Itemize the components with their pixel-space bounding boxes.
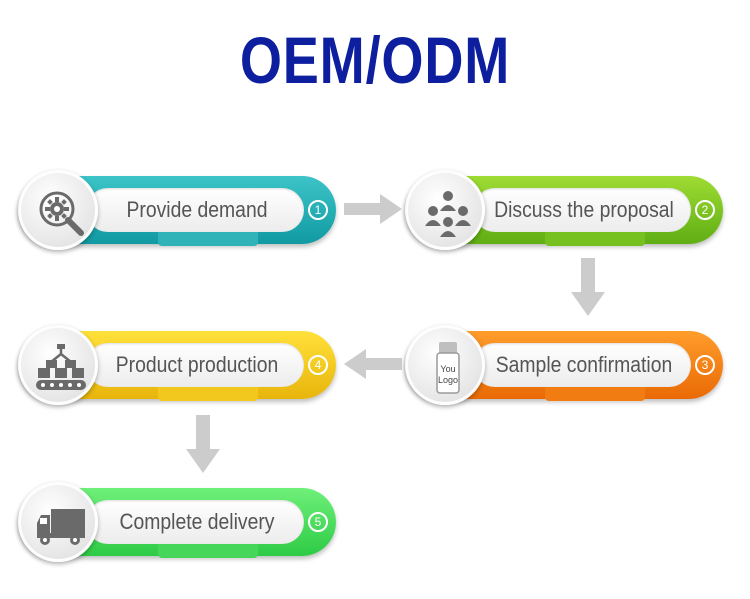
step-sample-confirmation: Sample confirmation 3 You Logo	[405, 325, 723, 405]
step-label: Provide demand	[126, 197, 268, 222]
step-number: 3	[695, 355, 715, 375]
step-provide-demand: Provide demand 1	[18, 170, 336, 250]
arrow-left	[344, 349, 402, 379]
bottle-icon: You Logo	[436, 342, 460, 394]
page-title: OEM/ODM	[239, 23, 511, 97]
arrow-down	[571, 258, 605, 316]
step-discuss-proposal: Discuss the proposal 2	[405, 170, 723, 250]
step-product-production: Product production 4	[18, 325, 336, 405]
step-number: 1	[308, 200, 328, 220]
conveyor-icon	[36, 344, 86, 390]
step-label: Product production	[115, 352, 279, 377]
logo-text-logo: Logo	[438, 375, 458, 385]
step-label: Sample confirmation	[495, 352, 673, 377]
truck-icon	[37, 509, 85, 545]
arrow-right	[344, 194, 402, 224]
step-number: 2	[695, 200, 715, 220]
step-number: 5	[308, 512, 328, 532]
arrow-down	[186, 415, 220, 473]
step-number: 4	[308, 355, 328, 375]
step-complete-delivery: Complete delivery 5	[18, 482, 336, 562]
step-label: Discuss the proposal	[494, 197, 674, 222]
logo-text-you: You	[440, 364, 455, 374]
gear-magnifier-icon	[39, 191, 84, 236]
team-icon	[425, 191, 471, 237]
step-label: Complete delivery	[119, 509, 275, 534]
